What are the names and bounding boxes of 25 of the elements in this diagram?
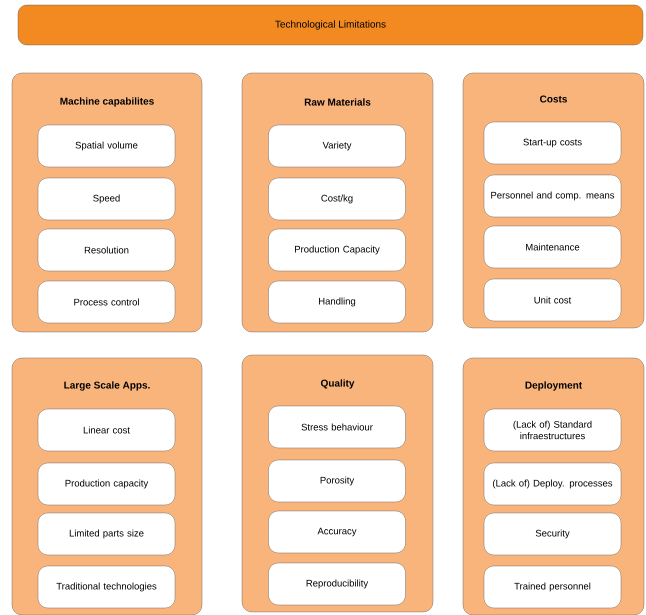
item-box: (Lack of) Standard infraestructures: [484, 408, 622, 452]
item-box: Maintenance: [484, 226, 622, 268]
item-box: Linear cost: [38, 408, 176, 452]
item-box: Resolution: [38, 228, 176, 272]
item-box: Spatial volume: [38, 124, 176, 168]
item-box: Porosity: [268, 460, 406, 502]
item-box: Trained personnel: [484, 566, 622, 608]
item-box: Stress behaviour: [268, 406, 406, 448]
item-box: Security: [484, 512, 622, 556]
item-box: Accuracy: [268, 510, 406, 554]
item-box: Reproducibility: [268, 562, 406, 606]
item-box: Process control: [38, 280, 176, 324]
item-box: Personnel and comp. means: [484, 174, 622, 218]
item-box: (Lack of) Deploy. processes: [484, 462, 622, 506]
item-box: Speed: [38, 178, 176, 220]
item-box: Production Capacity: [268, 228, 406, 272]
title-bar: Technological Limitations: [18, 4, 644, 46]
item-box: Cost/kg: [268, 178, 406, 220]
item-box: Limited parts size: [38, 512, 176, 556]
item-box: Variety: [268, 124, 406, 168]
item-box: Handling: [268, 280, 406, 324]
item-box: Start-up costs: [484, 122, 622, 164]
item-box: Unit cost: [484, 278, 622, 322]
item-box: Production capacity: [38, 462, 176, 506]
item-box: Traditional technologies: [38, 566, 176, 608]
